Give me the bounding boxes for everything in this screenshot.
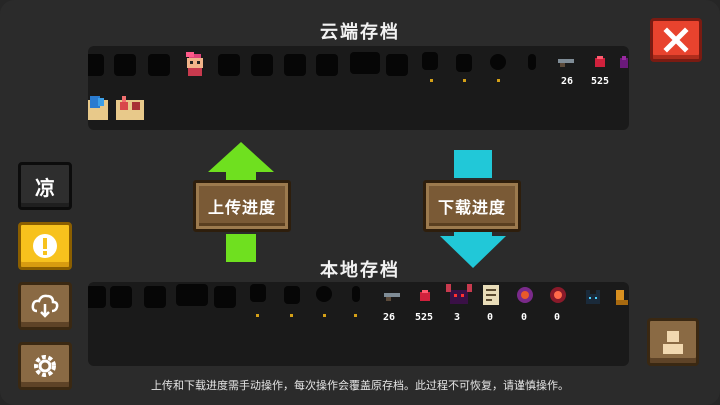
coolness-label: 凉 [35,175,55,200]
person-icon [663,331,683,354]
gem-count: 525 [590,76,610,87]
item-silhouette [528,54,536,70]
pet-card-icon [116,96,144,120]
pink-hero-icon [186,52,203,76]
close-button[interactable] [650,18,702,62]
level-dot [290,314,293,317]
gear-icon [34,355,56,377]
demon-count: 3 [453,312,461,323]
item-silhouette [350,52,380,74]
red-orb-icon [550,287,566,303]
gun-icon [558,59,574,67]
upload-arrow-icon [208,142,274,262]
cloud-save-panel: 26 525 [88,46,629,130]
item-silhouette [284,54,306,76]
level-dot [463,79,466,82]
level-dot [323,314,326,317]
item-silhouette [110,286,132,308]
item-silhouette [251,54,273,76]
level-dot [256,314,259,317]
cloud-download-icon [31,294,59,318]
item-silhouette [386,54,408,76]
orb2-count: 0 [553,312,561,323]
level-dot [354,314,357,317]
gem-count: 525 [414,312,434,323]
cloud-sync-button[interactable] [18,282,72,330]
weapon-count: 26 [382,312,396,323]
item-silhouette [214,286,236,308]
cloud-save-title: 云端存档 [320,22,400,43]
close-icon [663,27,689,53]
item-silhouette [316,286,332,302]
item-silhouette [250,284,266,302]
gun-icon [384,293,400,301]
item-silhouette [88,286,106,308]
exclamation-icon [33,234,57,258]
item-silhouette [456,54,472,72]
download-progress-button[interactable]: 下载进度 [423,180,521,232]
item-silhouette [114,54,136,76]
local-save-title: 本地存档 [320,260,400,281]
gem-icon [420,290,430,301]
pet-card-icon [88,96,108,120]
boot-icon [616,290,628,305]
item-silhouette [176,284,208,306]
local-save-panel: 26 525 3 0 0 0 [88,282,629,366]
horn-icon [620,56,628,68]
scroll-count: 0 [486,312,494,323]
item-silhouette [144,286,166,308]
weapon-count: 26 [560,76,574,87]
level-dot [430,79,433,82]
purple-orb-icon [517,287,533,303]
alert-button[interactable] [18,222,72,270]
footer-warning: 上传和下载进度需手动操作，每次操作会覆盖原存档。此过程不可恢复，请谨慎操作。 [151,379,569,392]
item-silhouette [88,54,104,76]
upload-progress-button[interactable]: 上传进度 [193,180,291,232]
demon-icon [446,284,472,304]
item-silhouette [148,54,170,76]
profile-button[interactable] [647,318,699,366]
scroll-icon [483,285,499,305]
item-silhouette [490,54,506,70]
gem-icon [595,56,605,67]
item-silhouette [352,286,360,302]
item-silhouette [218,54,240,76]
download-arrow-icon [440,150,506,268]
item-silhouette [316,54,338,76]
cat-icon [586,290,600,304]
orb-count: 0 [520,312,528,323]
coolness-button[interactable]: 凉 [18,162,72,210]
level-dot [497,79,500,82]
item-silhouette [284,286,300,304]
item-silhouette [422,52,438,70]
settings-button[interactable] [18,342,72,390]
